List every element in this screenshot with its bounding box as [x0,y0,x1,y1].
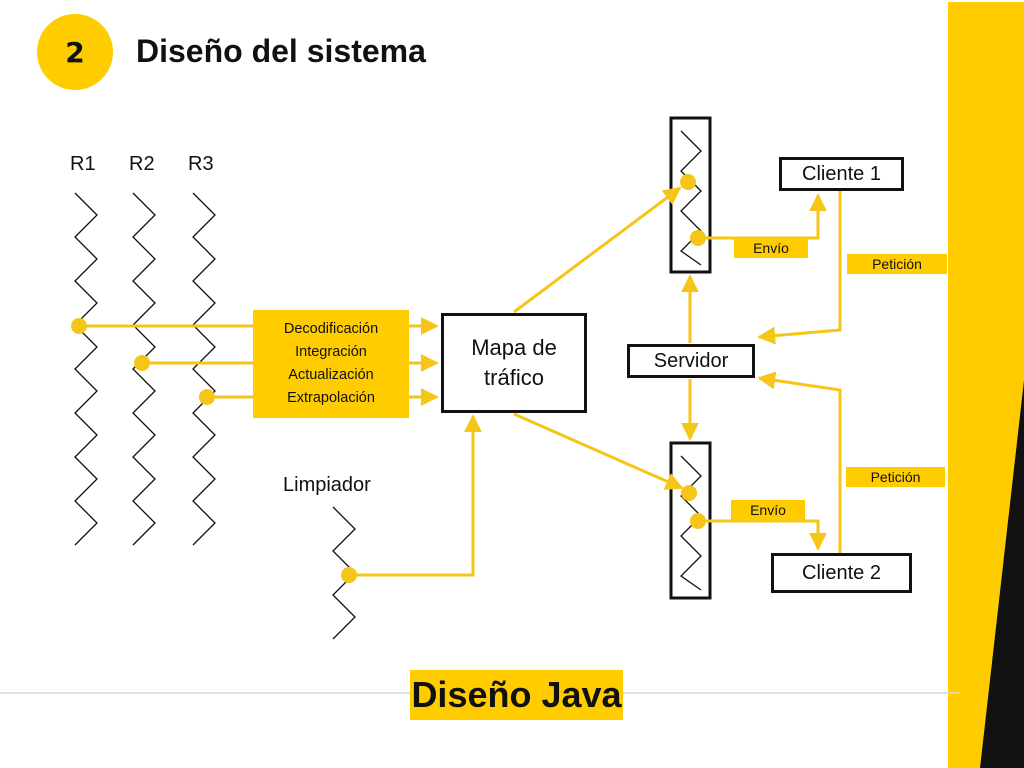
client-1-label: Cliente 1 [802,162,881,185]
client-1-box: Cliente 1 [779,157,904,191]
rail-r3 [192,192,216,546]
process-box: Decodificación Integración Actualización… [253,310,409,418]
client-2-label: Cliente 2 [802,561,881,584]
rail-label-r2: R2 [129,153,155,175]
slide-number-badge: 2 [37,14,113,90]
server-box: Servidor [627,344,755,378]
rail-label-r1: R1 [70,153,96,175]
decor-yellow-wedge [948,2,1024,768]
client-2-box: Cliente 2 [771,553,912,593]
process-step-actualizacion: Actualización [288,367,374,383]
decor-dark-wedge [980,380,1024,768]
cleaner-label: Limpiador [283,474,371,496]
process-step-decodificacion: Decodificación [283,321,379,337]
process-step-extrapolacion: Extrapolación [287,390,375,406]
request-tag-bottom: Petición [846,467,945,487]
server-label: Servidor [653,349,729,372]
rail-r1 [74,192,98,546]
footer-title: Diseño Java [410,670,623,720]
rail-r2 [132,192,156,546]
rail-label-r3: R3 [188,153,214,175]
request-tag-top: Petición [847,254,947,274]
send-tag-bottom: Envío [731,500,805,520]
process-step-integracion: Integración [295,344,367,360]
slide-title: Diseño del sistema [136,33,426,69]
queue-top [669,116,712,274]
send-tag-top: Envío [734,238,808,258]
